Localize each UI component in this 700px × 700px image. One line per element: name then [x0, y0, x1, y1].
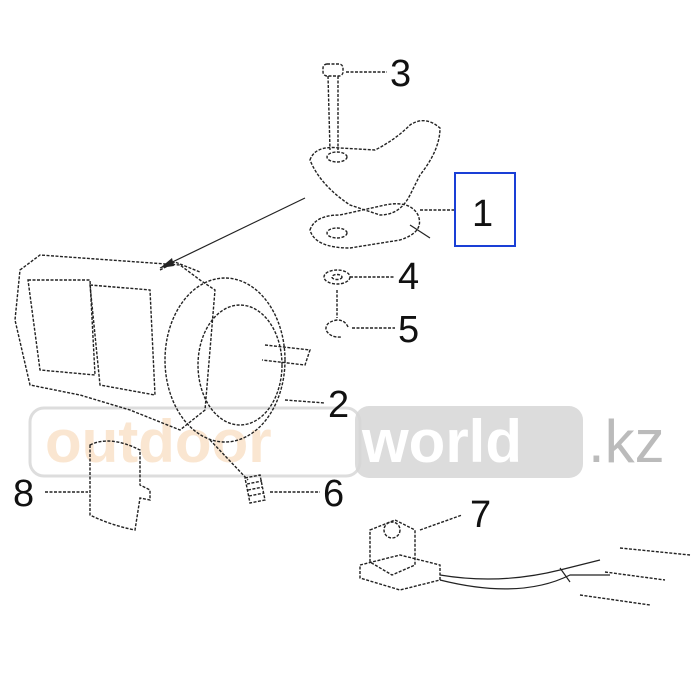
callout-5[interactable]: 5 — [398, 309, 419, 351]
callout-1[interactable]: 1 — [472, 193, 493, 235]
svg-text:.kz: .kz — [588, 408, 665, 475]
part-2-housing[interactable] — [14, 254, 311, 443]
callout-4[interactable]: 4 — [398, 256, 419, 298]
callout-6[interactable]: 6 — [323, 473, 344, 515]
watermark: outdoor world .kz — [28, 406, 665, 478]
part-7-switch[interactable] — [359, 519, 691, 606]
part-3-bolt[interactable] — [322, 63, 344, 151]
callout-2[interactable]: 2 — [328, 384, 349, 426]
part-4-washer[interactable] — [323, 269, 351, 285]
callout-8[interactable]: 8 — [13, 473, 34, 515]
callout-1-highlight-box — [454, 172, 516, 247]
callout-7[interactable]: 7 — [470, 494, 491, 536]
part-5-clip[interactable] — [325, 319, 349, 338]
part-1-lever[interactable] — [309, 120, 441, 249]
leader-lines — [45, 71, 463, 531]
svg-text:world: world — [361, 408, 522, 475]
part-6-spring[interactable] — [244, 474, 266, 504]
part-8-cover[interactable] — [89, 440, 151, 531]
callout-3[interactable]: 3 — [390, 53, 411, 95]
svg-text:outdoor: outdoor — [45, 408, 272, 475]
